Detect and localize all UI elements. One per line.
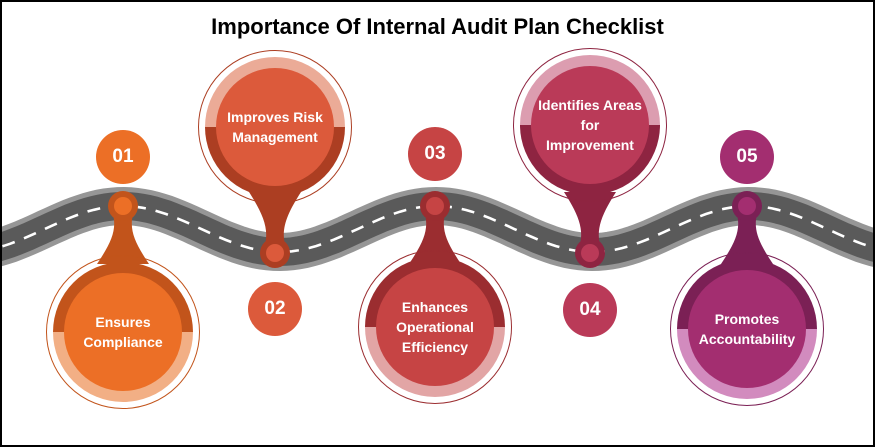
circle-core: Improves Risk Management <box>216 68 334 186</box>
page-title: Importance Of Internal Audit Plan Checkl… <box>211 14 664 39</box>
badge-05: 05 <box>720 130 774 184</box>
badge-02: 02 <box>248 282 302 336</box>
outer-ring <box>358 250 512 404</box>
teardrop-connector-icon <box>249 192 301 253</box>
circle-core: Promotes Accountability <box>688 270 806 388</box>
milestone-label: Improves Risk Management <box>227 108 323 145</box>
teardrop-connector-icon <box>721 206 773 264</box>
badge-number: 04 <box>579 299 601 320</box>
map-pin-center <box>266 244 284 262</box>
milestone-label: Promotes Accountability <box>698 310 796 347</box>
teardrop-connector-icon <box>409 206 461 264</box>
milestone-circle-5: Promotes Accountability <box>670 252 824 406</box>
outer-ring <box>513 48 667 202</box>
milestone-circle-1: Ensures Compliance <box>46 255 200 409</box>
teardrop-connector-icon <box>564 192 616 253</box>
badge-03: 03 <box>408 127 462 181</box>
badge-number: 02 <box>264 298 286 319</box>
badge-04: 04 <box>563 283 617 337</box>
milestone-circle-2: Improves Risk Management <box>198 50 352 204</box>
circle-core: Ensures Compliance <box>64 273 182 391</box>
outer-ring <box>198 50 352 204</box>
milestone-4-pin-group <box>564 192 616 268</box>
milestone-label: Enhances Operational Efficiency <box>396 298 474 356</box>
badge-number: 01 <box>112 146 134 167</box>
map-pin-center <box>738 197 756 215</box>
badge-01: 01 <box>96 130 150 184</box>
teardrop-connector-icon <box>97 206 149 264</box>
map-pin-center <box>426 197 444 215</box>
outer-ring <box>46 255 200 409</box>
map-pin-center <box>114 197 132 215</box>
milestone-label: Identifies Areas for Improvement <box>538 96 642 154</box>
badge-number: 03 <box>424 143 446 164</box>
milestone-circle-4: Identifies Areas for Improvement <box>513 48 667 202</box>
map-pin-center <box>581 244 599 262</box>
milestone-2-pin-group <box>249 192 301 268</box>
milestone-5-pin-group <box>721 191 773 264</box>
circle-core: Enhances Operational Efficiency <box>376 268 494 386</box>
milestone-3-pin-group <box>409 191 461 264</box>
badge-number: 05 <box>736 146 758 167</box>
outer-ring <box>670 252 824 406</box>
milestone-label: Ensures Compliance <box>83 313 163 350</box>
circle-core: Identifies Areas for Improvement <box>531 66 649 184</box>
milestone-circle-3: Enhances Operational Efficiency <box>358 250 512 404</box>
milestone-1-pin-group <box>97 191 149 264</box>
